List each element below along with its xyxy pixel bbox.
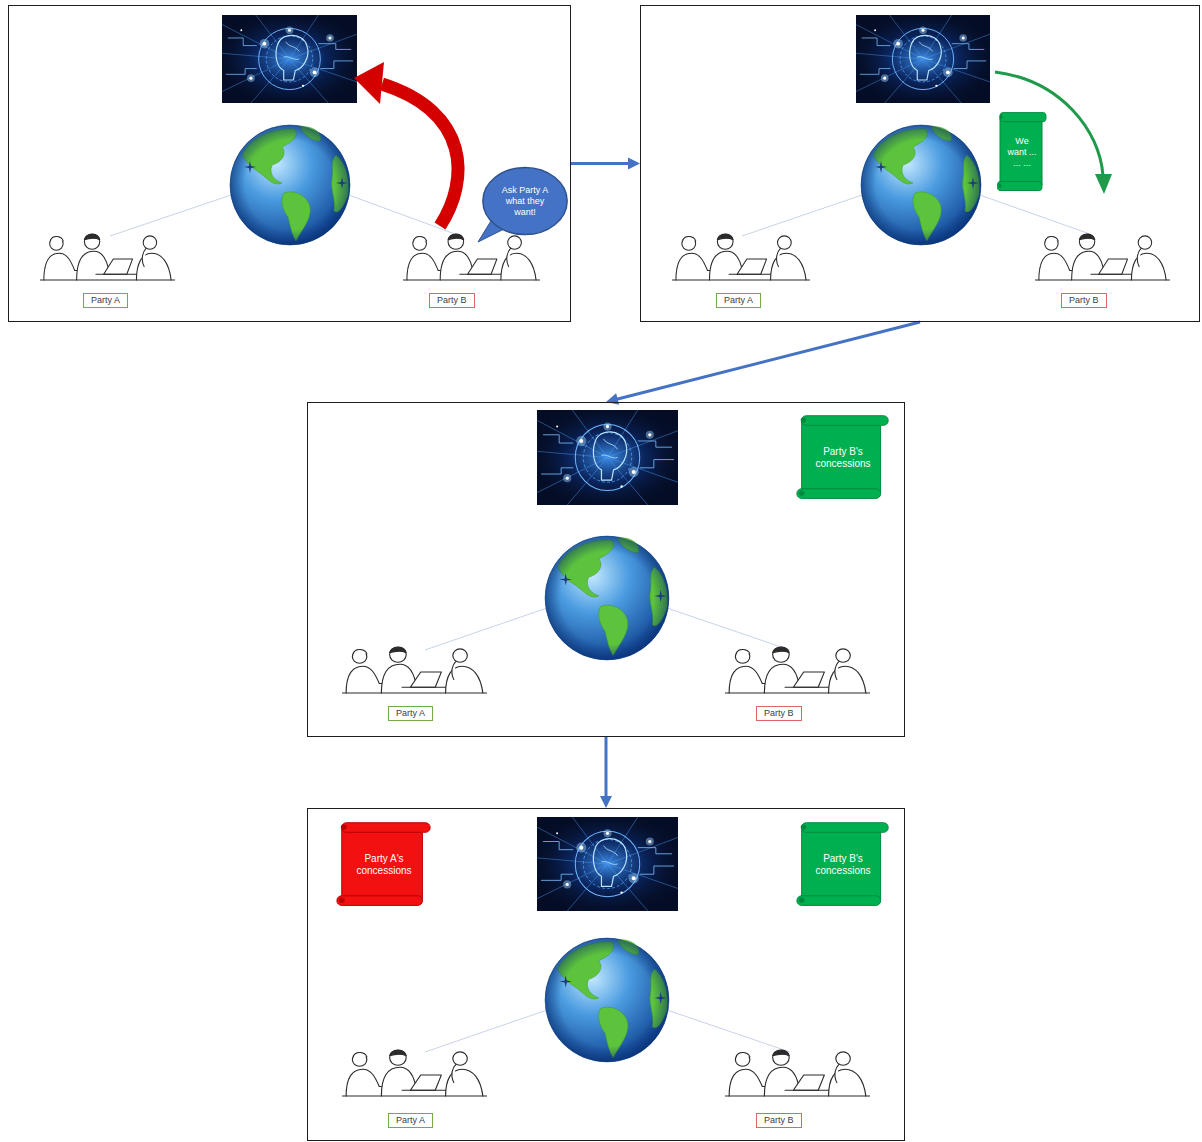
arrow-head	[606, 393, 619, 405]
scroll-curl	[339, 898, 345, 903]
scroll-body	[1000, 118, 1042, 185]
arrow-head	[1095, 174, 1112, 194]
step-panel: Ask Party A what they want! Party A Party …	[8, 5, 571, 322]
globe-picture	[230, 125, 350, 245]
link-line	[425, 1010, 547, 1052]
scroll-note: We want ... ... ...	[997, 111, 1047, 193]
scroll-curl	[799, 491, 805, 496]
globe-picture	[545, 938, 669, 1062]
flow-arrow	[600, 737, 612, 808]
ai-picture	[856, 15, 990, 103]
scroll-curl	[341, 824, 347, 829]
step-panel: We want ... ... ... Party A Party B	[640, 5, 1200, 322]
scroll-curl	[801, 417, 807, 422]
people-sketch	[725, 1050, 870, 1096]
link-line	[425, 608, 547, 650]
ai-picture	[537, 410, 678, 505]
panel-one-art	[40, 15, 540, 280]
scroll-top-roll	[802, 416, 888, 426]
link-line	[977, 194, 1090, 234]
scroll-body	[802, 828, 881, 899]
globe-picture	[861, 125, 981, 245]
party-label: Party A	[83, 293, 128, 308]
party-label: Party B	[429, 293, 475, 308]
link-line	[742, 194, 865, 236]
arrow-head	[628, 158, 640, 170]
note-text: Ask Party A what they want!	[494, 185, 556, 218]
party-label: Party B	[1061, 293, 1107, 308]
people-sketch	[342, 647, 487, 693]
people-sketch	[1035, 234, 1170, 280]
scroll-top-roll	[1000, 113, 1046, 122]
curved-arrow	[382, 84, 458, 226]
note-text: Party B's concessions	[804, 853, 882, 877]
people-sketch	[342, 1050, 487, 1096]
arrow-head	[354, 62, 384, 104]
flow-arrow	[606, 322, 920, 405]
ai-picture	[537, 817, 678, 911]
panel-three-art	[342, 410, 870, 693]
party-name: Party A	[91, 295, 120, 306]
globe-picture	[545, 536, 669, 660]
step-panel: Party A's concessions Party B's concessio…	[307, 808, 905, 1141]
party-label: Party A	[716, 293, 761, 308]
arrow-shaft	[571, 162, 629, 165]
panel-four-art	[342, 817, 870, 1096]
scroll-body	[802, 421, 881, 492]
party-name: Party B	[437, 295, 467, 306]
scroll-bottom-roll	[797, 896, 881, 906]
scroll-top-roll	[342, 823, 430, 833]
ai-picture	[222, 15, 357, 103]
party-label: Party A	[388, 706, 433, 721]
party-label: Party B	[756, 706, 802, 721]
party-name: Party B	[764, 1115, 794, 1126]
people-sketch	[403, 234, 540, 280]
party-name: Party B	[764, 708, 794, 719]
party-name: Party A	[396, 708, 425, 719]
link-line	[667, 1010, 790, 1052]
party-name: Party A	[724, 295, 753, 306]
speech-bubble: Ask Party A what they want!	[482, 166, 568, 236]
people-sketch	[672, 234, 810, 280]
flow-arrow	[571, 158, 640, 170]
scroll-bottom-roll	[797, 489, 881, 499]
scroll-body	[342, 828, 423, 899]
scroll-bottom-roll	[337, 896, 422, 906]
note-text: Party B's concessions	[804, 446, 882, 470]
scroll-top-roll	[802, 823, 888, 833]
people-sketch	[725, 647, 870, 693]
scroll-note: Party B's concessions	[796, 821, 890, 908]
scroll-note: Party A's concessions	[336, 821, 432, 908]
scroll-curl	[999, 183, 1002, 188]
party-name: Party A	[396, 1115, 425, 1126]
scroll-curl	[801, 824, 807, 829]
arrow-shaft	[617, 322, 920, 399]
arrow-head	[600, 796, 612, 808]
link-line	[110, 194, 234, 236]
party-label: Party A	[388, 1113, 433, 1128]
bubble-body	[483, 167, 567, 234]
link-line	[667, 608, 790, 650]
panel-two-art	[672, 15, 1170, 280]
note-text: Party A's concessions	[344, 853, 424, 877]
arrow-shaft	[605, 737, 608, 797]
step-panel: Party B's concessionsParty A Party B	[307, 402, 905, 737]
people-sketch	[40, 234, 175, 280]
party-name: Party B	[1069, 295, 1099, 306]
scroll-curl	[1000, 114, 1003, 119]
link-line	[346, 194, 455, 234]
scroll-curl	[799, 898, 805, 903]
scroll-bottom-roll	[998, 182, 1043, 191]
party-label: Party B	[756, 1113, 802, 1128]
scroll-note: Party B's concessions	[796, 414, 890, 501]
note-text: We want ... ... ...	[1007, 136, 1037, 169]
